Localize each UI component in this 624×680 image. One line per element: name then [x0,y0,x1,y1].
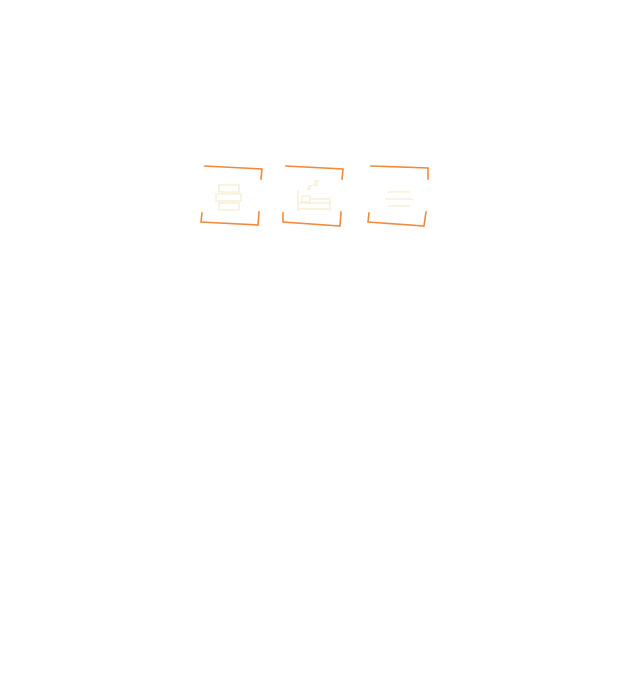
feature-icon-row [198,165,430,255]
stack-icon [215,184,242,211]
corner-frame-icon [282,165,344,227]
feature-tile-bed[interactable] [282,165,346,255]
corner-frame-icon [367,165,429,227]
bed-icon [297,180,331,211]
feature-tile-lines[interactable] [366,165,430,255]
lines-icon [385,191,413,207]
corner-frame-icon [200,165,263,226]
feature-tile-stack[interactable] [198,165,263,255]
